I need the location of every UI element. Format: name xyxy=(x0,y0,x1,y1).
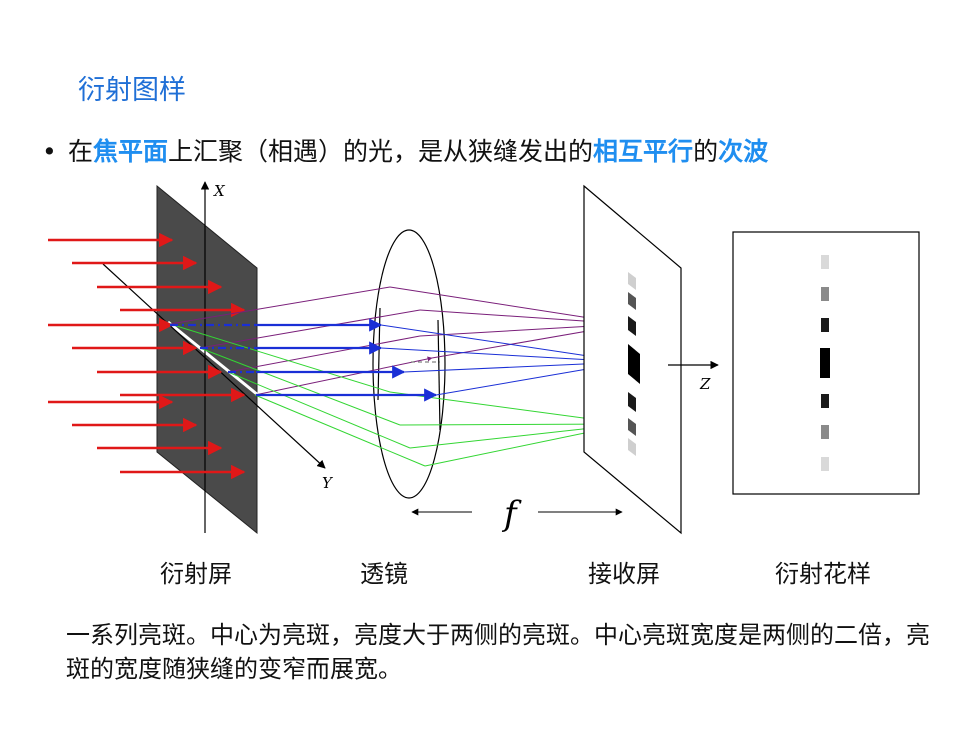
bullet-seg-0: 在 xyxy=(68,137,94,166)
lens-inner-mark xyxy=(377,307,381,401)
bullet-highlight-focal-plane: 焦平面 xyxy=(93,137,169,166)
incident-light-group xyxy=(48,232,246,480)
lens-outline xyxy=(372,229,446,499)
fringe xyxy=(628,272,636,290)
fringe xyxy=(628,438,636,456)
caption-pattern: 衍射花样 xyxy=(775,560,871,588)
y-axis-label: Y xyxy=(322,474,334,492)
purple-rays xyxy=(169,286,629,396)
screen-fringes xyxy=(628,272,640,456)
bullet-seg-2: 上汇聚（相遇）的光，是从狭缝发出的 xyxy=(168,137,594,166)
pattern-spot xyxy=(821,457,829,471)
bullet-marker: • xyxy=(42,137,57,166)
caption-receiving-screen: 接收屏 xyxy=(588,560,660,588)
pattern-spot xyxy=(821,394,829,408)
purple-ray xyxy=(254,356,433,396)
lens-inner-mark xyxy=(437,319,441,431)
green-ray xyxy=(169,323,391,393)
pattern-spots xyxy=(820,255,830,471)
purple-ray xyxy=(199,309,421,349)
x-axis-label: X xyxy=(213,182,226,200)
fringe xyxy=(628,392,636,412)
z-axis-label: Z xyxy=(699,375,711,393)
fringe-center xyxy=(628,344,640,384)
slit-opening xyxy=(167,320,259,397)
pattern-spot xyxy=(821,425,829,439)
purple-ray xyxy=(169,286,391,325)
pattern-spot xyxy=(821,318,829,332)
green-ray xyxy=(254,394,426,467)
slide-title: 衍射图样 xyxy=(78,75,186,106)
caption-slit-screen: 衍射屏 xyxy=(160,560,232,588)
fringe xyxy=(628,316,636,336)
bullet-line: • 在焦平面上汇聚（相遇）的光，是从狭缝发出的相互平行的次波 xyxy=(42,132,768,168)
fringe xyxy=(628,418,636,436)
bullet-highlight-secondary-wave: 次波 xyxy=(718,137,769,166)
bullet-highlight-parallel: 相互平行 xyxy=(593,137,694,166)
bullet-seg-4: 的 xyxy=(693,137,719,166)
green-ray xyxy=(199,347,401,426)
pattern-spot-center xyxy=(820,348,830,378)
description-paragraph: 一系列亮斑。中心为亮斑，亮度大于两侧的亮斑。中心亮斑宽度是两侧的二倍，亮斑的宽度… xyxy=(66,621,930,683)
green-ray xyxy=(227,371,411,449)
focal-length-label: f xyxy=(501,494,522,534)
caption-lens: 透镜 xyxy=(360,560,408,588)
purple-ray xyxy=(227,335,421,373)
fringe xyxy=(628,292,636,310)
pattern-spot xyxy=(821,287,829,301)
pattern-spot xyxy=(821,255,829,269)
